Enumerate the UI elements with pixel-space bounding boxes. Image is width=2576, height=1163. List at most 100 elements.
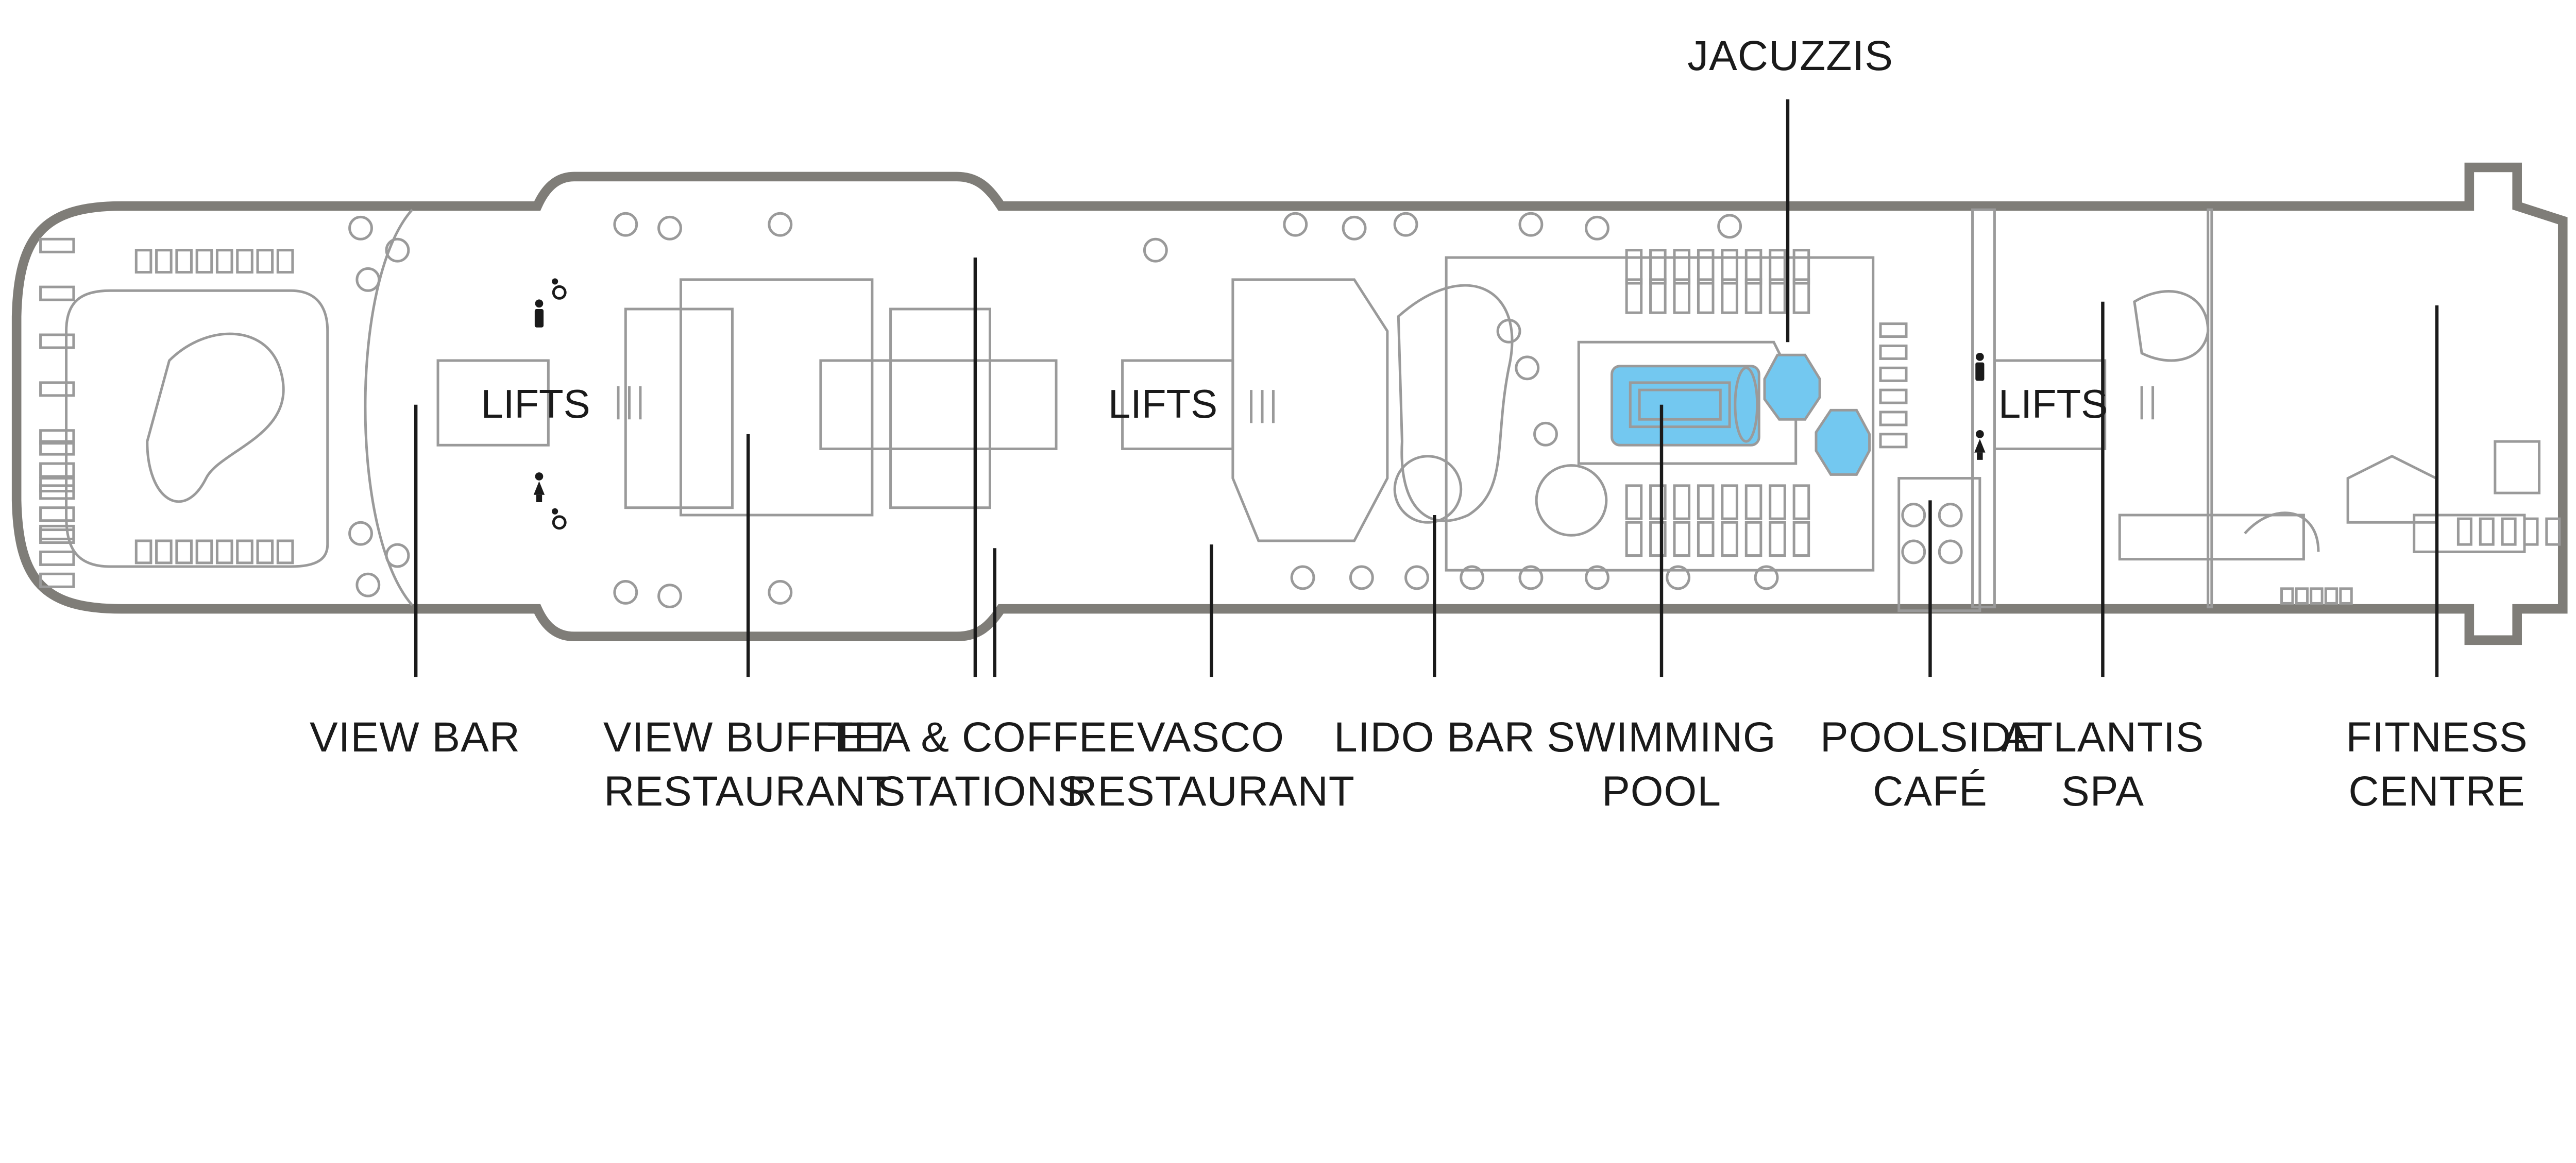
lounger <box>2479 517 2495 546</box>
lounger <box>1769 249 1786 285</box>
table <box>1666 565 1691 590</box>
lounger <box>215 249 233 274</box>
lounger <box>155 249 173 274</box>
leader-lines <box>414 99 2439 677</box>
lounger <box>1879 411 1908 426</box>
lounger <box>2523 517 2539 546</box>
lounger <box>1673 484 1691 520</box>
table <box>1460 565 1485 590</box>
lounger <box>39 333 75 349</box>
table <box>1901 539 1926 565</box>
table <box>613 580 638 605</box>
lounger <box>256 249 274 274</box>
lounger <box>1673 521 1691 557</box>
lounger <box>2295 587 2309 605</box>
lounger <box>1625 278 1643 314</box>
table <box>613 212 638 237</box>
table <box>1901 503 1926 527</box>
lounger <box>1744 521 1762 557</box>
lounger <box>39 550 75 566</box>
lounger <box>1721 521 1738 557</box>
table <box>768 212 793 237</box>
lounger <box>236 539 253 565</box>
lifts-label-fwd: LIFTS <box>1998 381 2108 427</box>
lounger <box>39 506 75 522</box>
wheelchair-icon <box>552 508 567 530</box>
deck-interior-details <box>65 208 2541 612</box>
lounger <box>1792 484 1810 520</box>
restroom-women-icon <box>533 472 545 502</box>
lounger <box>215 539 233 565</box>
lounger <box>1721 249 1738 285</box>
lounger <box>1721 278 1738 314</box>
lounger <box>39 381 75 397</box>
label-view-bar: VIEW BAR <box>310 713 520 761</box>
table <box>1143 237 1168 263</box>
lounger <box>1649 521 1667 557</box>
table <box>1496 318 1521 344</box>
lounger <box>175 539 193 565</box>
table <box>1938 539 1963 565</box>
table <box>1283 212 1308 237</box>
lounger <box>1625 521 1643 557</box>
lounger <box>1879 366 1908 382</box>
table <box>1585 565 1609 590</box>
lounger <box>1744 278 1762 314</box>
lounger <box>1792 249 1810 285</box>
table <box>1518 212 1544 237</box>
lounger <box>1879 322 1908 338</box>
table <box>1342 215 1367 241</box>
lounger <box>39 462 75 478</box>
lounger <box>276 249 294 274</box>
lounger <box>39 572 75 588</box>
lounger <box>236 249 253 274</box>
lounger <box>2324 587 2338 605</box>
table <box>1404 565 1429 590</box>
lounger <box>1744 484 1762 520</box>
lounger <box>276 539 294 565</box>
restroom-women-icon <box>1974 430 1986 460</box>
lifts-label-aft: LIFTS <box>481 381 590 427</box>
lounger <box>1649 484 1667 520</box>
lounger <box>1879 433 1908 449</box>
lounger <box>1769 521 1786 557</box>
table <box>385 237 410 263</box>
lounger <box>256 539 274 565</box>
table <box>657 584 682 609</box>
table <box>1393 212 1418 237</box>
lounger <box>175 249 193 274</box>
jacuzzi-2 <box>1815 408 1871 476</box>
lounger <box>1769 278 1786 314</box>
lifts-label-mid: LIFTS <box>1108 381 1218 427</box>
label-lido-bar: LIDO BAR <box>1334 713 1535 761</box>
lounger <box>155 539 173 565</box>
jacuzzi-1 <box>1763 353 1821 421</box>
table <box>385 543 410 568</box>
lounger <box>1673 278 1691 314</box>
table <box>1585 215 1609 241</box>
table <box>355 572 381 597</box>
table <box>355 267 381 292</box>
deck-plan <box>11 99 2568 677</box>
table <box>1754 565 1779 590</box>
swimming-pool-water <box>1611 365 1760 447</box>
lounger <box>39 429 75 445</box>
table <box>768 580 793 605</box>
lounger <box>1649 249 1667 285</box>
lounger <box>2339 587 2353 605</box>
lounger <box>1673 249 1691 285</box>
table <box>1518 565 1544 590</box>
lounger <box>1879 388 1908 404</box>
lounger <box>2456 517 2472 546</box>
deck-plan-stage: LIFTS LIFTS LIFTS JACUZZIS VIEW BAR VIEW… <box>11 32 2568 815</box>
lounger <box>2310 587 2324 605</box>
table <box>348 215 373 241</box>
lounger <box>1697 521 1715 557</box>
lounger <box>195 249 213 274</box>
